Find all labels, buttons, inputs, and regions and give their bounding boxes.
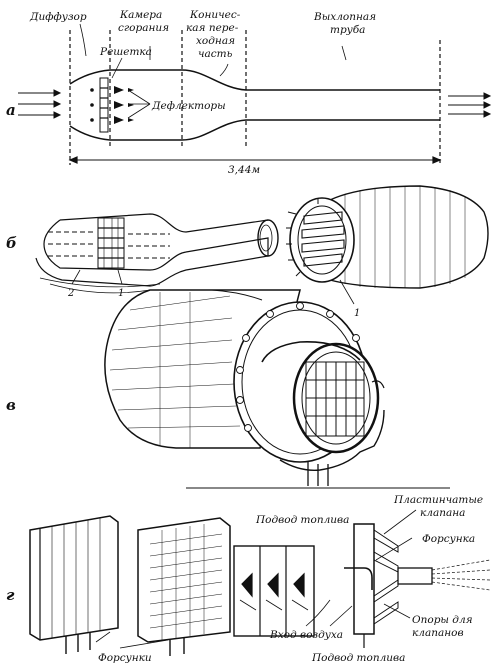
label-num-1b: 1 <box>354 308 360 319</box>
label-fuel-supply-1: Подвод топлива <box>255 514 349 526</box>
engine-outline-bottom <box>69 119 440 141</box>
subfigure-label-g: г <box>6 586 15 604</box>
engine-body-large <box>104 289 301 449</box>
label-chamber-1: Камера <box>119 9 162 21</box>
engine-outline-top <box>69 69 440 91</box>
label-num-1: 1 <box>118 288 124 299</box>
grid <box>99 77 109 133</box>
subfigure-a <box>18 23 492 165</box>
label-air-inlet: Вход воздуха <box>269 629 343 641</box>
label-conical-2: кая пере- <box>186 22 239 34</box>
head-bolts <box>286 198 319 277</box>
engine-body-right <box>329 185 489 289</box>
subfigure-label-v: в <box>6 396 16 414</box>
engine-body-left <box>35 219 269 287</box>
subfigure-b <box>35 185 489 305</box>
valve-block <box>305 361 365 437</box>
label-exhaust-1: Выхлопная <box>313 11 376 23</box>
flow-arrows <box>48 231 170 259</box>
head-valves <box>301 211 345 267</box>
label-conical-3: ходная <box>196 35 235 47</box>
valve-grid-1 <box>29 515 119 654</box>
fuel-pipes <box>307 462 329 486</box>
label-length: 3,44м <box>228 164 260 176</box>
label-injectors: Форсунки <box>98 652 152 664</box>
spray-cone <box>431 559 491 591</box>
label-grid: Решетка <box>99 46 152 58</box>
valve-grid-cutaway <box>97 217 125 269</box>
label-conical-4: часть <box>198 48 233 60</box>
combustion-head-face <box>289 197 355 283</box>
subfigure-v <box>104 289 450 489</box>
subfigure-g <box>29 509 491 656</box>
valve-grid-2 <box>137 517 231 656</box>
label-plate-valves-1: Пластинчатые <box>393 494 483 506</box>
label-valve-supports-1: Опоры для <box>412 614 473 626</box>
valve-section <box>233 545 315 637</box>
label-deflectors: Дефлекторы <box>151 100 226 112</box>
label-chamber-2: сгорания <box>118 22 169 34</box>
label-exhaust-2: труба <box>330 24 365 36</box>
outlet-arrows <box>448 92 492 118</box>
label-diffuser: Диффузор <box>29 11 87 23</box>
inlet-arrows <box>18 89 62 119</box>
subfigure-label-a: а <box>6 101 16 119</box>
label-plate-valves-2: клапана <box>420 507 465 519</box>
label-valve-supports-2: клапанов <box>412 627 464 639</box>
label-conical-1: Коничес- <box>189 9 241 21</box>
deflectors <box>90 86 134 124</box>
label-injector: Форсунка <box>422 533 475 545</box>
subfigure-label-b: б <box>6 234 17 252</box>
injector-assembly <box>344 523 491 648</box>
label-num-2: 2 <box>67 288 74 299</box>
flange-bolts <box>236 302 360 432</box>
injector-nozzle <box>397 567 433 585</box>
label-fuel-supply-2: Подвод топлива <box>311 652 405 664</box>
